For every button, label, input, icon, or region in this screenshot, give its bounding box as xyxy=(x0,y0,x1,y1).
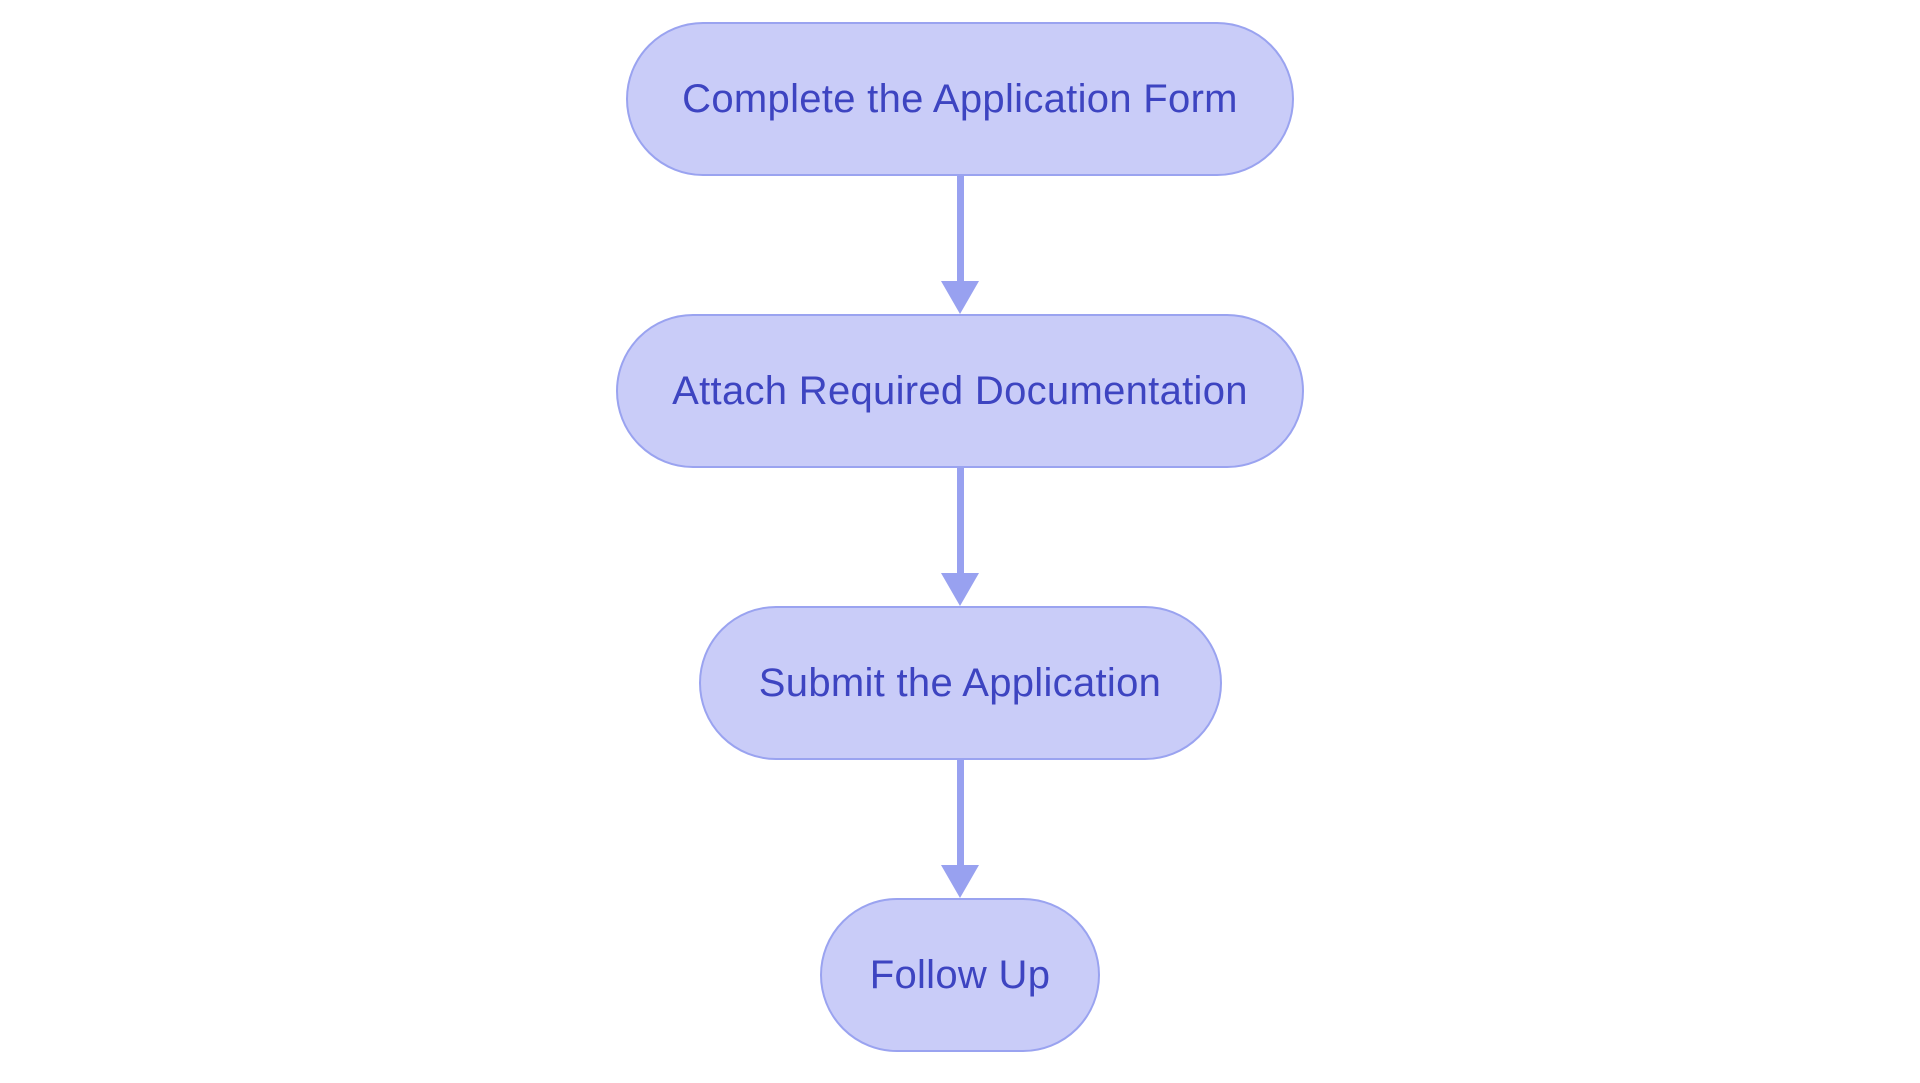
flow-node-attach-required-documentation: Attach Required Documentation xyxy=(616,314,1304,468)
flow-node-label: Complete the Application Form xyxy=(682,76,1238,121)
flow-arrow-1 xyxy=(941,176,979,314)
flow-arrow-2 xyxy=(941,468,979,606)
flow-node-label: Follow Up xyxy=(869,952,1051,997)
flow-node-label: Submit the Application xyxy=(758,660,1162,705)
flow-node-label: Attach Required Documentation xyxy=(672,368,1248,413)
flow-node-submit-the-application: Submit the Application xyxy=(698,606,1222,760)
arrow-line xyxy=(956,176,964,281)
flow-node-complete-application-form: Complete the Application Form xyxy=(626,22,1294,176)
arrow-head-icon xyxy=(941,281,979,314)
arrow-line xyxy=(956,468,964,573)
flow-node-follow-up: Follow Up xyxy=(820,898,1100,1052)
arrow-head-icon xyxy=(941,865,979,898)
arrow-line xyxy=(956,760,964,865)
arrow-head-icon xyxy=(941,573,979,606)
flow-arrow-3 xyxy=(941,760,979,898)
